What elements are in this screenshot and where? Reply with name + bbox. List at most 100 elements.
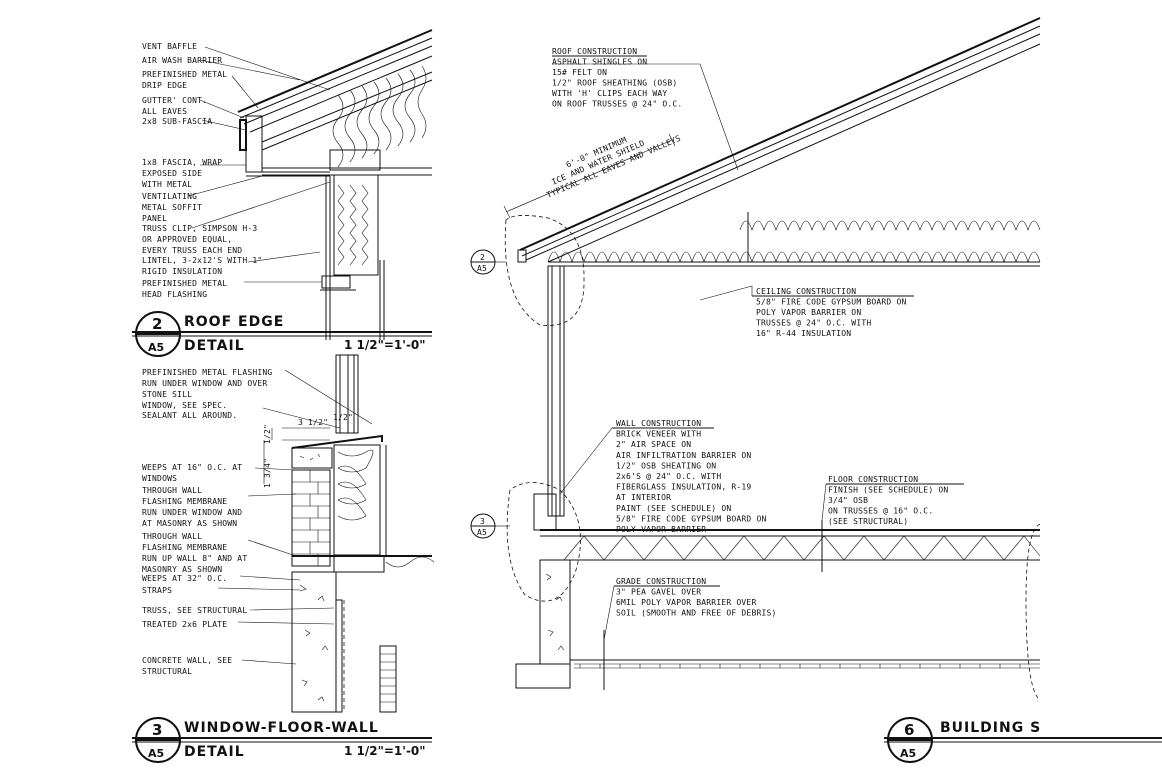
building-section-title-block: 6 A5 BUILDING S [884, 717, 1162, 763]
dim-1-3-4: 1 3/4" [263, 458, 272, 488]
wall-construction-line-9: PAINT (SEE SCHEDULE) ON [616, 504, 731, 513]
floor-construction-line-2: FINISH (SEE SCHEDULE) ON [828, 486, 948, 495]
roof-edge-title: ROOF EDGE [184, 314, 284, 330]
roof-edge-label-16: EVERY TRUSS EACH END [142, 246, 242, 255]
building-section-detail [470, 17, 1041, 701]
building-section-sheet-ref: A5 [900, 747, 916, 760]
roof-edge-detail [187, 29, 433, 340]
dim-3-1-2: 3 1/2" [298, 418, 328, 427]
ceiling-construction-line-4: TRUSSES @ 24" O.C. WITH [756, 319, 871, 328]
wall-construction-line-8: AT INTERIOR [616, 493, 671, 502]
wfw-label-11: AT MASONRY AS SHOWN [142, 519, 237, 528]
wall-construction-line-2: BRICK VENEER WITH [616, 430, 701, 439]
wfw-label-8: THROUGH WALL [142, 486, 202, 495]
wfw-label-10: RUN UNDER WINDOW AND [142, 508, 242, 517]
roof-edge-sheet-ref: A5 [148, 341, 164, 354]
roof-edge-label-11: VENTILATING [142, 192, 197, 201]
wfw-label-1: PREFINISHED METAL FLASHING [142, 368, 272, 377]
wfw-label-4: WINDOW, SEE SPEC. [142, 401, 227, 410]
callout-3-number: 3 [480, 517, 485, 526]
wfw-label-2: RUN UNDER WINDOW AND OVER [142, 379, 267, 388]
window-floor-wall-title: WINDOW-FLOOR-WALL [184, 720, 379, 736]
grade-construction-line-2: 3" PEA GAVEL OVER [616, 588, 701, 597]
wall-construction-line-1: WALL CONSTRUCTION [616, 419, 701, 428]
window-floor-wall-title-line2: DETAIL [184, 744, 245, 760]
window-floor-wall-title-block: 3 A5 WINDOW-FLOOR-WALL DETAIL 1 1/2"=1'-… [132, 717, 432, 763]
grade-construction-line-3: 6MIL POLY VAPOR BARRIER OVER [616, 598, 756, 607]
wfw-label-14: RUN UP WALL 8" AND AT [142, 554, 247, 563]
wfw-label-19: TREATED 2x6 PLATE [142, 620, 227, 629]
roof-edge-label-8: 1x8 FASCIA, WRAP [142, 158, 222, 167]
roof-edge-labels: VENT BAFFLE AIR WASH BARRIER PREFINISHED M… [142, 42, 262, 299]
roof-edge-title-block: 2 A5 ROOF EDGE DETAIL 1 1/2"=1'-0" [132, 311, 432, 357]
grade-construction-line-4: SOIL (SMOOTH AND FREE OF DEBRIS) [616, 609, 777, 618]
roof-edge-label-3: PREFINISHED METAL [142, 70, 227, 79]
wall-construction-line-3: 2" AIR SPACE ON [616, 440, 691, 449]
wfw-label-3: STONE SILL [142, 390, 192, 399]
roof-edge-title-line2: DETAIL [184, 338, 245, 354]
wall-construction-line-7: FIBERGLASS INSULATION, R-19 [616, 483, 751, 492]
wfw-label-21: STRUCTURAL [142, 667, 192, 676]
roof-construction-line-4: 1/2" ROOF SHEATHING (OSB) [552, 79, 677, 88]
ceiling-construction-line-5: 16" R-44 INSULATION [756, 329, 851, 338]
callout-2-number: 2 [480, 253, 485, 262]
callout-3-sheet: A5 [477, 528, 487, 537]
wfw-label-15: MASONRY AS SHOWN [142, 565, 222, 574]
wall-construction-line-11: POLY VAPOR BARRIER [616, 525, 706, 534]
wall-construction-line-6: 2x6'S @ 24" O.C. WITH [616, 472, 721, 481]
wfw-label-5: SEALANT ALL AROUND. [142, 411, 237, 420]
roof-edge-label-5: GUTTER' CONT. [142, 96, 207, 105]
wall-construction-line-4: AIR INFILTRATION BARRIER ON [616, 451, 751, 460]
roof-edge-detail-number: 2 [152, 315, 162, 333]
building-section-title: BUILDING S [940, 720, 1041, 736]
wall-construction-line-5: 1/2" OSB SHEATING ON [616, 461, 716, 470]
wfw-label-9: FLASHING MEMBRANE [142, 497, 227, 506]
wfw-label-12: THROUGH WALL [142, 532, 202, 541]
ceiling-construction-note: CEILING CONSTRUCTION 5/8" FIRE CODE GYPSU… [756, 287, 907, 338]
wall-construction-line-10: 5/8" FIRE CODE GYPSUM BOARD ON [616, 514, 767, 523]
wfw-label-20: CONCRETE WALL, SEE [142, 656, 232, 665]
roof-edge-label-13: PANEL [142, 214, 167, 223]
callout-2-sheet: A5 [477, 264, 487, 273]
grade-construction-note: GRADE CONSTRUCTION 3" PEA GAVEL OVER6MIL … [616, 577, 777, 618]
roof-edge-label-2: AIR WASH BARRIER [142, 56, 222, 65]
roof-edge-label-14: TRUSS CLIP, SIMPSON H-3 [142, 224, 257, 233]
ceiling-construction-line-3: POLY VAPOR BARRIER ON [756, 308, 861, 317]
wfw-label-6: WEEPS AT 16" O.C. AT [142, 463, 242, 472]
roof-edge-label-7: 2x8 SUB-FASCIA [142, 117, 212, 126]
floor-construction-line-5: (SEE STRUCTURAL) [828, 517, 908, 526]
window-floor-wall-detail [217, 354, 435, 713]
roof-edge-label-20: HEAD FLASHING [142, 290, 207, 299]
dim-1-2-side: 1/2" [263, 424, 272, 444]
roof-edge-label-15: OR APPROVED EQUAL, [142, 235, 232, 244]
roof-construction-line-1: ROOF CONSTRUCTION [552, 47, 637, 56]
floor-construction-line-4: ON TRUSSES @ 16" O.C. [828, 507, 933, 516]
roof-edge-label-10: WITH METAL [142, 180, 192, 189]
roof-edge-label-6: ALL EAVES [142, 107, 187, 116]
window-floor-wall-scale: 1 1/2"=1'-0" [344, 744, 426, 758]
roof-construction-line-5: WITH 'H' CLIPS EACH WAY [552, 89, 667, 98]
wfw-label-13: FLASHING MEMBRANE [142, 543, 227, 552]
floor-construction-line-3: 3/4" OSB [828, 496, 868, 505]
ceiling-construction-line-2: 5/8" FIRE CODE GYPSUM BOARD ON [756, 298, 907, 307]
roof-edge-label-19: PREFINISHED METAL [142, 279, 227, 288]
roof-construction-line-6: ON ROOF TRUSSES @ 24" O.C. [552, 100, 682, 109]
ceiling-construction-line-1: CEILING CONSTRUCTION [756, 287, 856, 296]
roof-edge-label-1: VENT BAFFLE [142, 42, 197, 51]
building-section-number: 6 [904, 721, 914, 739]
window-floor-wall-labels: PREFINISHED METAL FLASHING RUN UNDER WIND… [142, 368, 272, 676]
roof-construction-line-2: ASPHALT SHINGLES ON [552, 58, 647, 67]
wfw-label-7: WINDOWS [142, 474, 177, 483]
wfw-label-16: WEEPS AT 32" O.C. [142, 574, 227, 583]
window-floor-wall-sheet-ref: A5 [148, 747, 164, 760]
roof-edge-scale: 1 1/2"=1'-0" [344, 338, 426, 352]
roof-edge-label-17: LINTEL, 3-2x12'S WITH 1" [142, 256, 262, 265]
grade-construction-line-1: GRADE CONSTRUCTION [616, 577, 706, 586]
dim-1-2-top: 1/2" [333, 413, 353, 422]
wfw-label-17: STRAPS [142, 586, 172, 595]
wfw-label-18: TRUSS, SEE STRUCTURAL [142, 606, 247, 615]
